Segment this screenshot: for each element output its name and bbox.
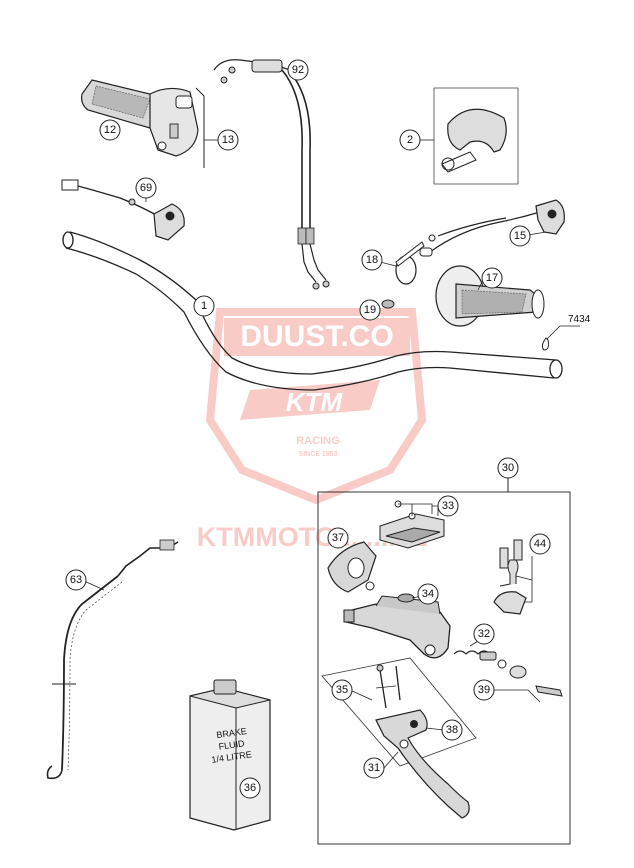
callout-63: 63 <box>65 569 87 591</box>
left-grip-part <box>435 265 545 327</box>
svg-text:30: 30 <box>502 462 514 474</box>
svg-text:2: 2 <box>407 134 413 146</box>
lever-sub-box <box>321 657 477 767</box>
callout-19: 19 <box>359 299 381 321</box>
drop-icon <box>541 337 549 351</box>
brake-fluid-can-part: BRAKE FLUID 1/4 LITRE <box>189 679 271 831</box>
watermark-shield-icon <box>205 308 427 505</box>
callout-39: 39 <box>473 679 495 701</box>
callout-44: 44 <box>529 533 551 555</box>
callout-34: 34 <box>417 583 439 605</box>
master-cylinder-box <box>317 491 571 845</box>
callout-92: 92 <box>287 59 309 81</box>
callout-2: 2 <box>399 129 421 151</box>
watermark-racing-text: RACING <box>296 435 339 447</box>
svg-text:17: 17 <box>486 272 498 284</box>
svg-text:12: 12 <box>104 124 116 136</box>
fluid-can-line2: FLUID <box>218 738 246 752</box>
callouts: 92 12 13 2 69 15 18 17 1 19 30 33 37 44 … <box>65 59 551 799</box>
watermark-brand-text: KTM <box>286 387 344 417</box>
svg-text:63: 63 <box>70 574 82 586</box>
svg-text:34: 34 <box>422 588 434 600</box>
svg-text:13: 13 <box>222 134 234 146</box>
callout-1: 1 <box>193 295 215 317</box>
leader-39 <box>494 689 541 703</box>
callout-12: 12 <box>99 119 121 141</box>
adjuster-part <box>375 664 401 709</box>
svg-text:1: 1 <box>201 300 207 312</box>
callout-37: 37 <box>327 527 349 549</box>
kill-switch-part <box>61 179 185 241</box>
callout-31: 31 <box>363 757 385 779</box>
svg-text:69: 69 <box>140 182 152 194</box>
svg-text:37: 37 <box>332 532 344 544</box>
callout-17: 17 <box>481 267 503 289</box>
svg-text:19: 19 <box>364 304 376 316</box>
callout-33: 33 <box>437 495 459 517</box>
svg-text:39: 39 <box>478 684 490 696</box>
clutch-cable-part <box>46 539 179 780</box>
watermark-brand-icon <box>240 380 380 420</box>
bar-pad-part <box>433 87 519 185</box>
brake-lever-part <box>375 709 470 819</box>
svg-text:33: 33 <box>442 500 454 512</box>
clip-part <box>381 299 395 309</box>
cable-tie-part <box>395 241 425 285</box>
watermark-logo-text: DUUST.CO <box>240 320 393 353</box>
svg-text:31: 31 <box>368 762 380 774</box>
throttle-cables-part <box>213 59 330 290</box>
svg-text:15: 15 <box>514 230 526 242</box>
ref-leader <box>545 325 580 341</box>
svg-text:18: 18 <box>366 254 378 266</box>
callout-32: 32 <box>473 623 495 645</box>
svg-text:35: 35 <box>336 684 348 696</box>
hot-start-part <box>419 199 565 257</box>
callout-15: 15 <box>509 225 531 247</box>
svg-text:36: 36 <box>244 782 256 794</box>
bracket-13 <box>195 87 205 168</box>
watermark: DUUST.CO KTM RACING SINCE 1953 KTMMOTO..… <box>197 308 427 552</box>
lever-guard-part <box>327 541 377 593</box>
svg-text:44: 44 <box>534 538 546 550</box>
callout-36: 36 <box>239 777 261 799</box>
callout-13: 13 <box>217 129 239 151</box>
callout-35: 35 <box>331 679 353 701</box>
piston-kit-part <box>453 650 563 697</box>
throttle-grip-part <box>81 79 199 157</box>
clamp-part <box>493 539 533 615</box>
svg-text:38: 38 <box>446 724 458 736</box>
master-cylinder-body <box>343 593 451 659</box>
callout-18: 18 <box>361 249 383 271</box>
watermark-tag-text: SINCE 1953 <box>299 451 338 458</box>
fluid-can-line1: BRAKE <box>216 726 248 740</box>
svg-text:32: 32 <box>478 628 490 640</box>
callout-30: 30 <box>497 457 519 479</box>
ref-label-7434: 7434 <box>568 314 591 325</box>
reservoir-cap-part <box>379 500 445 549</box>
svg-text:92: 92 <box>292 64 304 76</box>
callout-38: 38 <box>441 719 463 741</box>
callout-69: 69 <box>135 177 157 199</box>
handlebar-part <box>62 231 563 391</box>
